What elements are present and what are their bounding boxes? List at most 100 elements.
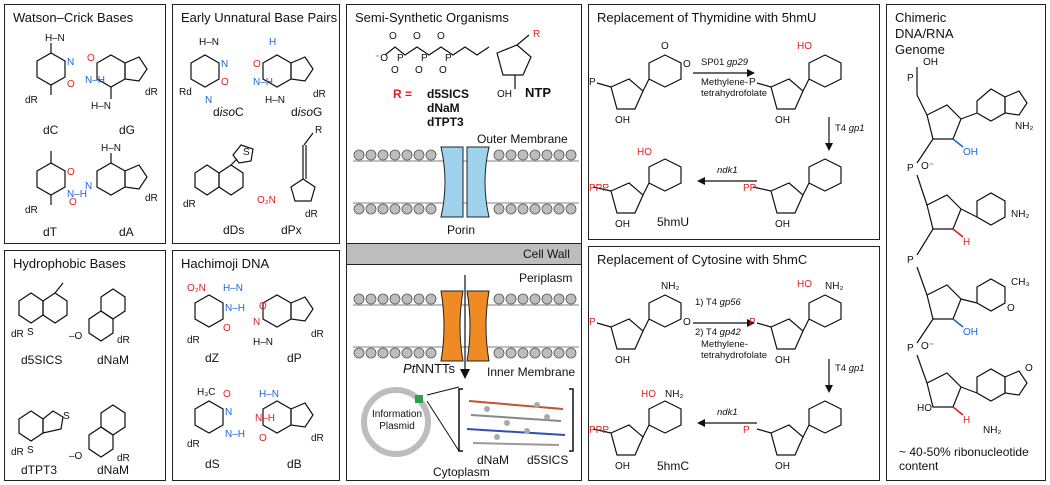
label-dNaM: dNaM bbox=[97, 353, 130, 367]
svg-text:OH: OH bbox=[615, 461, 630, 472]
svg-text:O: O bbox=[67, 79, 75, 90]
svg-text:HO: HO bbox=[641, 389, 656, 400]
label-footer: ~ 40-50% ribonucleotide content bbox=[899, 445, 1029, 473]
svg-text:O: O bbox=[1007, 303, 1015, 314]
label-dT: dT bbox=[43, 225, 58, 239]
svg-text:N–H: N–H bbox=[225, 303, 245, 314]
svg-text:O: O bbox=[683, 59, 691, 70]
svg-text:H: H bbox=[963, 415, 970, 426]
svg-text:O⁻: O⁻ bbox=[921, 161, 934, 172]
svg-text:H–N: H–N bbox=[265, 95, 285, 106]
svg-text:HO: HO bbox=[797, 279, 812, 290]
svg-text:N–H: N–H bbox=[85, 75, 105, 86]
svg-text:H: H bbox=[963, 237, 970, 248]
svg-text:O: O bbox=[69, 197, 77, 208]
svg-text:O: O bbox=[415, 65, 423, 76]
svg-text:dR: dR bbox=[313, 89, 326, 100]
label-cytoplasm: Cytoplasm bbox=[433, 465, 490, 479]
svg-text:OH: OH bbox=[497, 89, 512, 100]
label-outer-membrane: Outer Membrane bbox=[477, 132, 568, 146]
svg-text:dR: dR bbox=[25, 205, 38, 216]
svg-text:PPP: PPP bbox=[589, 425, 609, 436]
panel-chimeric: Chimeric DNA/RNA Genome bbox=[886, 4, 1046, 481]
label-cofactor: Methylene-tetrahydrofolate bbox=[701, 77, 768, 99]
svg-text:NH₂: NH₂ bbox=[661, 281, 679, 292]
label-d5SICS: d5SICS bbox=[21, 353, 63, 367]
svg-text:OH: OH bbox=[775, 219, 790, 230]
label-disoG: disoG bbox=[291, 105, 323, 119]
svg-text:O: O bbox=[1025, 363, 1033, 374]
svg-text:O: O bbox=[223, 323, 231, 334]
label-dS: dS bbox=[205, 457, 220, 471]
svg-text:PP: PP bbox=[743, 183, 757, 194]
label-step1: 1) T4 gp56 bbox=[695, 297, 741, 308]
panel-title: Semi-Synthetic Organisms bbox=[355, 10, 509, 25]
plasmid-zoom-lines bbox=[426, 386, 574, 452]
svg-text:P: P bbox=[907, 73, 914, 84]
svg-text:O: O bbox=[259, 433, 267, 444]
label-dTPT3: dTPT3 bbox=[21, 463, 58, 477]
svg-text:R: R bbox=[533, 29, 540, 40]
svg-text:dR: dR bbox=[145, 193, 158, 204]
svg-text:OH: OH bbox=[615, 115, 630, 126]
label-periplasm: Periplasm bbox=[519, 271, 573, 285]
label-inner-membrane: Inner Membrane bbox=[487, 365, 576, 379]
inner-membrane-bilayer bbox=[353, 275, 579, 379]
svg-text:P: P bbox=[907, 163, 914, 174]
label-disoC: disoC bbox=[213, 105, 244, 119]
svg-text:N: N bbox=[85, 181, 92, 192]
svg-text:dR: dR bbox=[145, 87, 158, 98]
early-unnatural-structures: H–N N O Rd H O N–H H–N dR N dR dR O₂N R … bbox=[179, 37, 326, 220]
svg-text:NH₂: NH₂ bbox=[825, 281, 843, 292]
svg-text:H–N: H–N bbox=[91, 101, 111, 112]
label-r-option-3: dTPT3 bbox=[427, 115, 464, 129]
svg-text:OH: OH bbox=[963, 327, 978, 338]
outer-membrane-bilayer bbox=[353, 146, 579, 218]
svg-text:CH₃: CH₃ bbox=[1011, 277, 1030, 288]
svg-text:dR: dR bbox=[117, 335, 130, 346]
label-dB: dB bbox=[287, 457, 302, 471]
svg-text:dR: dR bbox=[187, 439, 200, 450]
label-r-option-2: dNaM bbox=[427, 101, 460, 115]
panel-thymidine: Replacement of Thymidine with 5hmU bbox=[588, 4, 880, 240]
label-cofactor: Methylene-tetrahydrofolate bbox=[701, 339, 768, 361]
svg-text:O: O bbox=[391, 65, 399, 76]
label-enzyme-sp01: SP01 gp29 bbox=[701, 57, 749, 68]
svg-text:Rd: Rd bbox=[179, 87, 192, 98]
svg-text:N: N bbox=[205, 95, 212, 106]
label-5hmU: 5hmU bbox=[657, 215, 690, 229]
label-r-option-1: d5SICS bbox=[427, 87, 470, 101]
cell-wall-band bbox=[347, 243, 581, 265]
watson-crick-structures: H–N N O dR O N–H H–N dR O N–H O dR H–N N… bbox=[25, 33, 158, 216]
svg-text:dR: dR bbox=[11, 329, 24, 340]
svg-text:H–N: H–N bbox=[199, 37, 219, 48]
svg-text:OH: OH bbox=[923, 57, 938, 68]
label-dG: dG bbox=[119, 123, 136, 137]
svg-text:O: O bbox=[683, 317, 691, 328]
svg-text:P: P bbox=[907, 255, 914, 266]
panel-title: Replacement of Cytosine with 5hmC bbox=[597, 252, 808, 267]
svg-text:O: O bbox=[223, 389, 231, 400]
svg-text:O⁻: O⁻ bbox=[921, 341, 934, 352]
panel-title: Watson–Crick Bases bbox=[13, 10, 134, 25]
label-pair-d5SICS: d5SICS bbox=[527, 453, 569, 467]
svg-text:dR: dR bbox=[187, 335, 200, 346]
svg-text:P: P bbox=[445, 53, 452, 64]
svg-text:–O: –O bbox=[69, 331, 83, 342]
panel-title: Chimeric DNA/RNA Genome bbox=[895, 10, 953, 57]
label-porin: Porin bbox=[447, 223, 476, 237]
svg-text:OH: OH bbox=[775, 355, 790, 366]
panel-early-unnatural: Early Unnatural Base Pairs H–N N O Rd H … bbox=[172, 4, 340, 244]
svg-text:dR: dR bbox=[305, 209, 318, 220]
svg-text:P: P bbox=[589, 77, 596, 88]
svg-text:O: O bbox=[259, 301, 267, 312]
svg-text:OH: OH bbox=[775, 461, 790, 472]
svg-text:N–H: N–H bbox=[253, 77, 273, 88]
svg-text:O₂N: O₂N bbox=[257, 195, 276, 206]
svg-text:H–N: H–N bbox=[101, 143, 121, 154]
